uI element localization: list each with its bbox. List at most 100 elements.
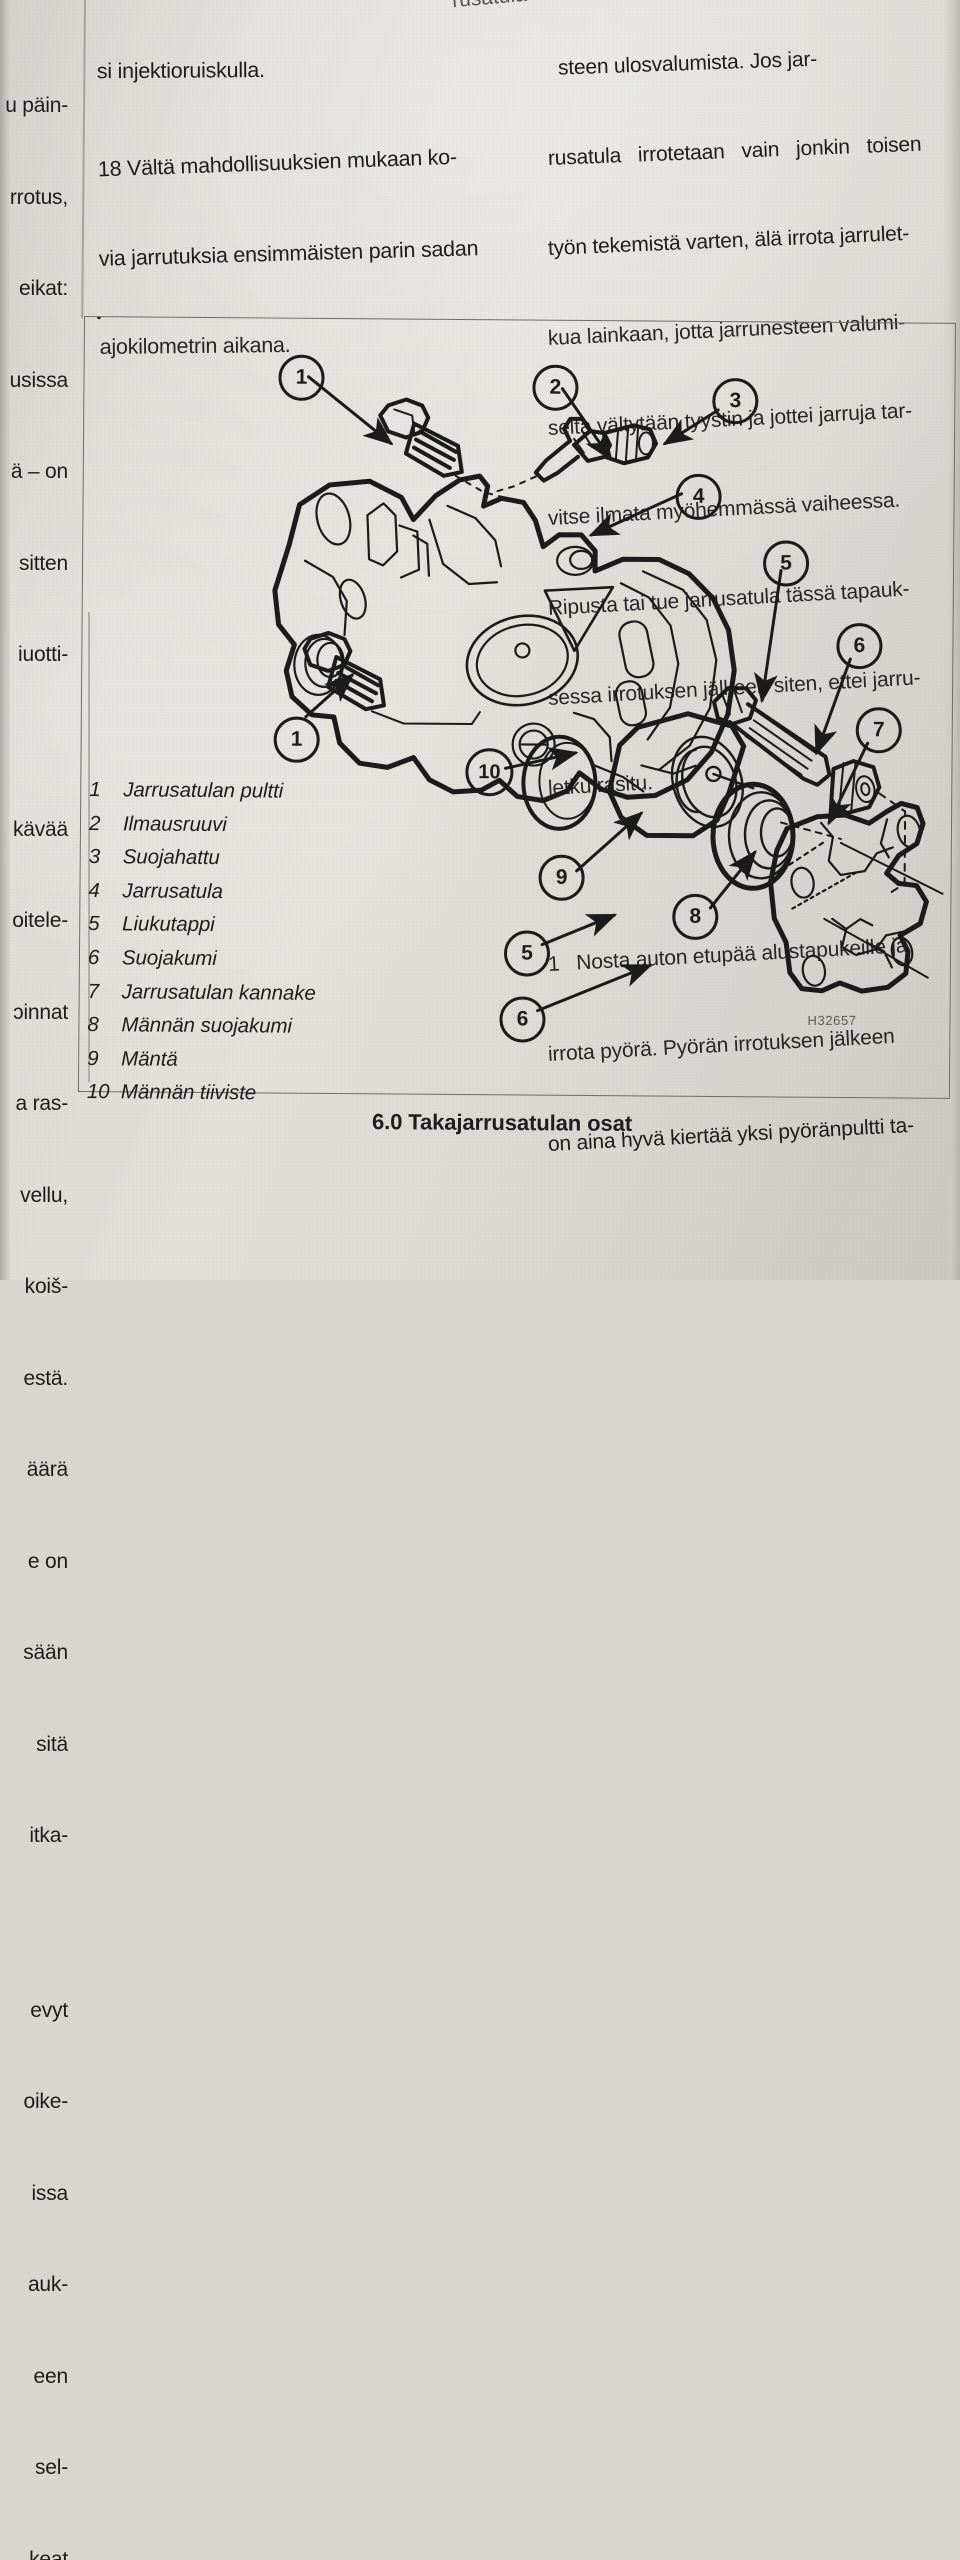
callout-bubble-3: 3	[712, 378, 758, 424]
callout-number: 6	[517, 1007, 529, 1031]
margin-line: sel-	[0, 2453, 72, 2484]
callout-number: 5	[780, 551, 792, 575]
margin-line: oitele-	[0, 906, 72, 937]
callout-bubble-6-low: 6	[499, 996, 545, 1042]
callout-number: 4	[693, 485, 705, 509]
margin-line: eikat:	[0, 274, 72, 305]
margin-line: issa	[0, 2179, 72, 2210]
callout-bubble-10: 10	[465, 748, 513, 796]
legend-label: Jarrusatulan pultti	[123, 773, 283, 808]
leader-4	[591, 493, 681, 536]
legend-label: Jarrusatulan kannake	[122, 975, 316, 1010]
text-line: työn tekemistä varten, älä irrota jarrul…	[547, 217, 958, 264]
callout-number: 9	[556, 866, 568, 890]
margin-line: u päin-	[0, 91, 72, 122]
callout-bubble-9: 9	[538, 855, 584, 901]
legend-label: Männän suojakumi	[121, 1008, 292, 1043]
figure-caption: 6.0 Takajarrusatulan osat	[372, 1109, 632, 1137]
margin-line: evyt	[0, 1996, 72, 2027]
legend-number: 2	[89, 807, 123, 841]
callout-number: 1	[291, 728, 303, 752]
margin-line: koiš-	[0, 1272, 72, 1303]
callout-bubble-2: 2	[532, 365, 578, 411]
margin-line: usissa	[0, 366, 72, 397]
callout-number: 10	[478, 761, 500, 784]
legend-label: Suojakumi	[122, 941, 217, 975]
margin-line: sitä	[0, 1730, 72, 1761]
text-line: 18 Vältä mahdollisuuksien mukaan ko-	[97, 139, 538, 185]
margin-line: keat	[0, 2545, 72, 2560]
legend-label: Jarrusatula	[122, 874, 223, 908]
leader-9	[577, 813, 641, 872]
callout-number: 8	[689, 905, 701, 929]
legend-label: Ilmausruuvi	[123, 807, 227, 841]
paragraph-gap	[0, 732, 72, 754]
leader-3	[665, 410, 718, 444]
legend-label: Mäntä	[121, 1042, 178, 1076]
margin-line: ɔinnat	[0, 998, 72, 1029]
text-line: via jarrutuksia ensimmäisten parin sadan	[98, 232, 539, 275]
legend-label: Suojahattu	[123, 841, 220, 875]
text-line: si injektioruiskulla.	[97, 53, 537, 87]
callout-number: 5	[521, 941, 533, 965]
margin-line: oike-	[0, 2087, 72, 2118]
legend-number: 6	[88, 941, 122, 975]
paragraph-gap	[0, 1913, 72, 1935]
callout-bubble-1-top: 1	[278, 355, 324, 401]
callout-bubble-1-left: 1	[273, 717, 319, 763]
margin-line: een	[0, 2362, 72, 2393]
callout-bubble-5-low: 5	[504, 930, 550, 976]
leader-5-low	[542, 915, 614, 946]
legend-number: 8	[87, 1008, 121, 1042]
text-line: steen ulosvalumista. Jos jar-	[557, 39, 960, 83]
margin-line: vellu,	[0, 1181, 72, 1212]
callout-number: 3	[729, 389, 741, 413]
margin-line: äärä	[0, 1455, 72, 1486]
legend-number: 3	[89, 840, 123, 874]
callout-bubble-8: 8	[672, 894, 718, 940]
legend-label: Männän tiiviste	[121, 1076, 256, 1111]
margin-line: estä.	[0, 1364, 72, 1395]
leader-6-right	[817, 659, 851, 753]
legend-number: 10	[87, 1075, 121, 1109]
margin-line: sään	[0, 1638, 72, 1669]
leader-5-right	[762, 570, 781, 700]
legend-number: 7	[88, 975, 122, 1009]
legend-number: 1	[89, 773, 123, 807]
callout-number: 1	[296, 366, 308, 390]
margin-line: sitten	[0, 549, 72, 580]
legend-label: Liukutappi	[122, 908, 215, 942]
legend-number: 9	[87, 1042, 121, 1076]
callout-bubble-4: 4	[675, 474, 721, 520]
callout-bubble-6-right: 6	[836, 623, 882, 669]
margin-line: kävää	[0, 815, 72, 846]
leader-6-low	[538, 965, 650, 1012]
callout-bubble-7: 7	[856, 707, 902, 753]
margin-line: iuotti-	[0, 640, 72, 671]
callout-number: 2	[550, 376, 562, 400]
legend-number: 5	[88, 907, 122, 941]
margin-line: e on	[0, 1547, 72, 1578]
margin-line: a ras-	[0, 1089, 72, 1120]
text-line: rusatula irrotetaan vain jonkin toisen	[547, 128, 958, 174]
margin-line: ä – on	[0, 457, 72, 488]
callout-number: 6	[853, 634, 865, 658]
margin-line: itka-	[0, 1821, 72, 1852]
callout-number: 7	[873, 718, 885, 742]
margin-line: auk-	[0, 2270, 72, 2301]
callout-bubble-5-right: 5	[763, 540, 809, 586]
figure-reference-code: H32657	[807, 1013, 856, 1028]
